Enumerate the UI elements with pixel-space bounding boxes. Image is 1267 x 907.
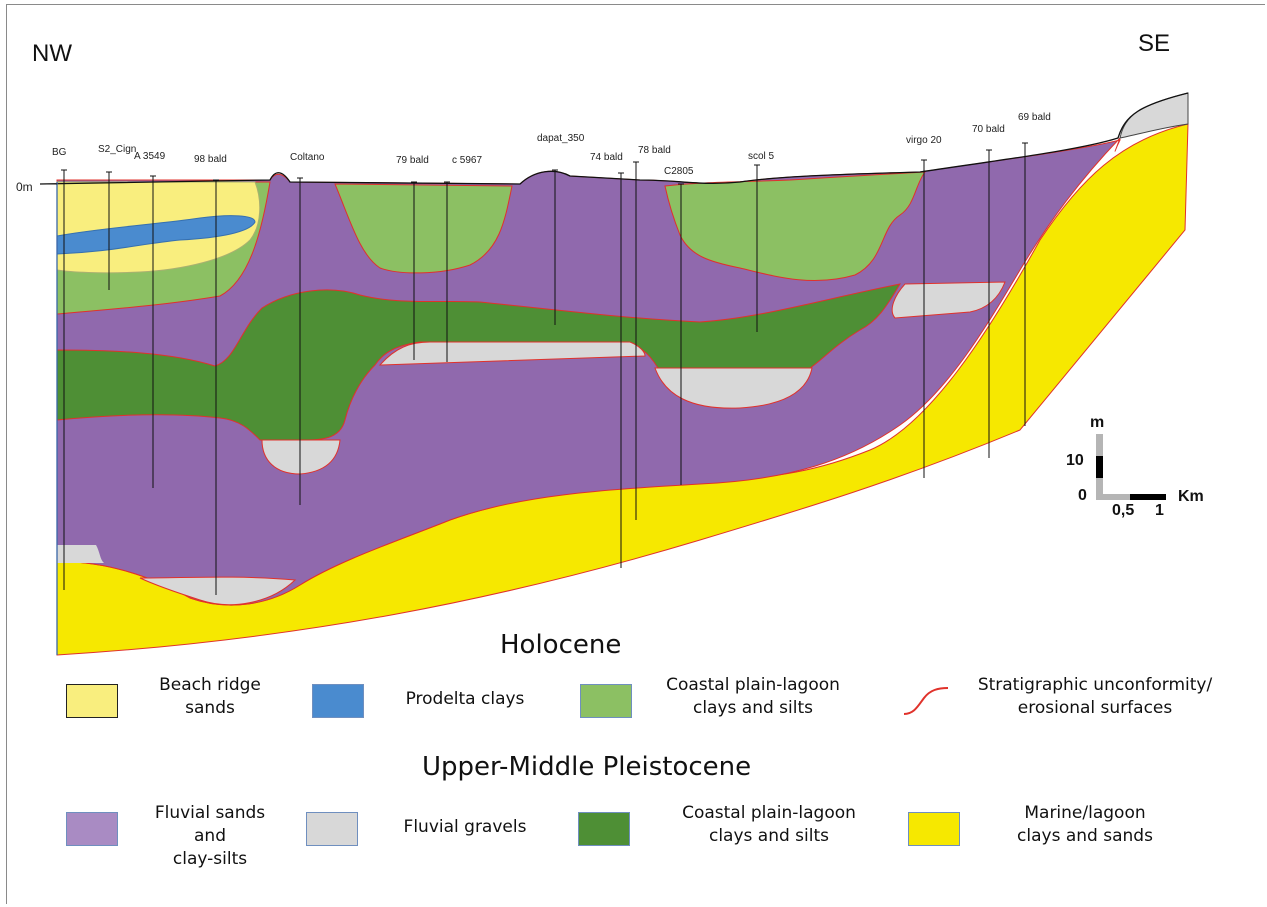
- legend-label: Stratigraphic unconformity/erosional sur…: [977, 675, 1213, 718]
- prodelta-unit: [56, 215, 256, 255]
- scale-vertical-grey-top: [1096, 434, 1103, 456]
- legend-swatch: [66, 812, 118, 846]
- scale-horizontal-black: [1130, 494, 1166, 500]
- scale-bar: m 10 0 0,5 1 Km: [1060, 410, 1230, 520]
- borehole-label: dapat_350: [537, 133, 585, 144]
- scale-vertical-black: [1096, 456, 1103, 478]
- unconformity-line-icon: [903, 687, 949, 715]
- scale-vertical-grey-bottom: [1096, 478, 1103, 500]
- datum-label: 0m: [16, 180, 33, 194]
- scale-value-10: 10: [1066, 452, 1084, 469]
- holocene-lagoon-unit-middle: [334, 183, 513, 274]
- scale-unit-km: Km: [1178, 488, 1204, 505]
- holocene-lagoon-unit-right: [664, 171, 927, 281]
- borehole-label: C2805: [664, 166, 694, 177]
- gravel-lens-5: [139, 576, 297, 606]
- scale-unit-m: m: [1090, 414, 1105, 431]
- direction-nw-label: NW: [32, 40, 72, 67]
- figure-frame: [6, 4, 1265, 904]
- scale-horizontal-grey: [1096, 494, 1130, 500]
- pleistocene-heading: Upper-Middle Pleistocene: [422, 752, 752, 782]
- borehole-label: 69 bald: [1018, 112, 1051, 123]
- borehole-label: scol 5: [748, 151, 775, 162]
- legend-swatch: [312, 684, 364, 718]
- borehole-label: 70 bald: [972, 124, 1005, 135]
- borehole-label: 74 bald: [590, 152, 623, 163]
- legend-swatch: [578, 812, 630, 846]
- borehole-label: 79 bald: [396, 155, 429, 166]
- scale-one-km: 1: [1155, 502, 1164, 519]
- borehole-label: 98 bald: [194, 154, 227, 165]
- legend-swatch: [908, 812, 960, 846]
- legend-label: Prodelta clays: [405, 689, 525, 709]
- gravel-lens-2: [378, 341, 646, 366]
- holocene-heading: Holocene: [500, 630, 622, 660]
- borehole-label: A 3549: [134, 151, 166, 162]
- legend-swatch: [580, 684, 632, 718]
- legend-swatch: [66, 684, 118, 718]
- scale-origin-0: 0: [1078, 487, 1087, 504]
- borehole-label: Coltano: [290, 152, 325, 163]
- gravel-lens-4: [891, 281, 1006, 319]
- borehole-label: c 5967: [452, 155, 482, 166]
- gravel-lens-6: [57, 545, 104, 563]
- legend-swatch: [306, 812, 358, 846]
- direction-se-label: SE: [1138, 30, 1171, 57]
- borehole-label: S2_Cign: [98, 144, 136, 155]
- borehole-label: BG: [52, 147, 67, 158]
- legend-label: Fluvial gravels: [403, 817, 527, 837]
- legend-swatch: [900, 684, 952, 718]
- borehole-label: virgo 20: [906, 135, 942, 146]
- topographic-surface: [39, 92, 1189, 185]
- gravel-lens-3: [654, 367, 813, 409]
- borehole-label: 78 bald: [638, 145, 671, 156]
- scale-half-km: 0,5: [1112, 502, 1135, 519]
